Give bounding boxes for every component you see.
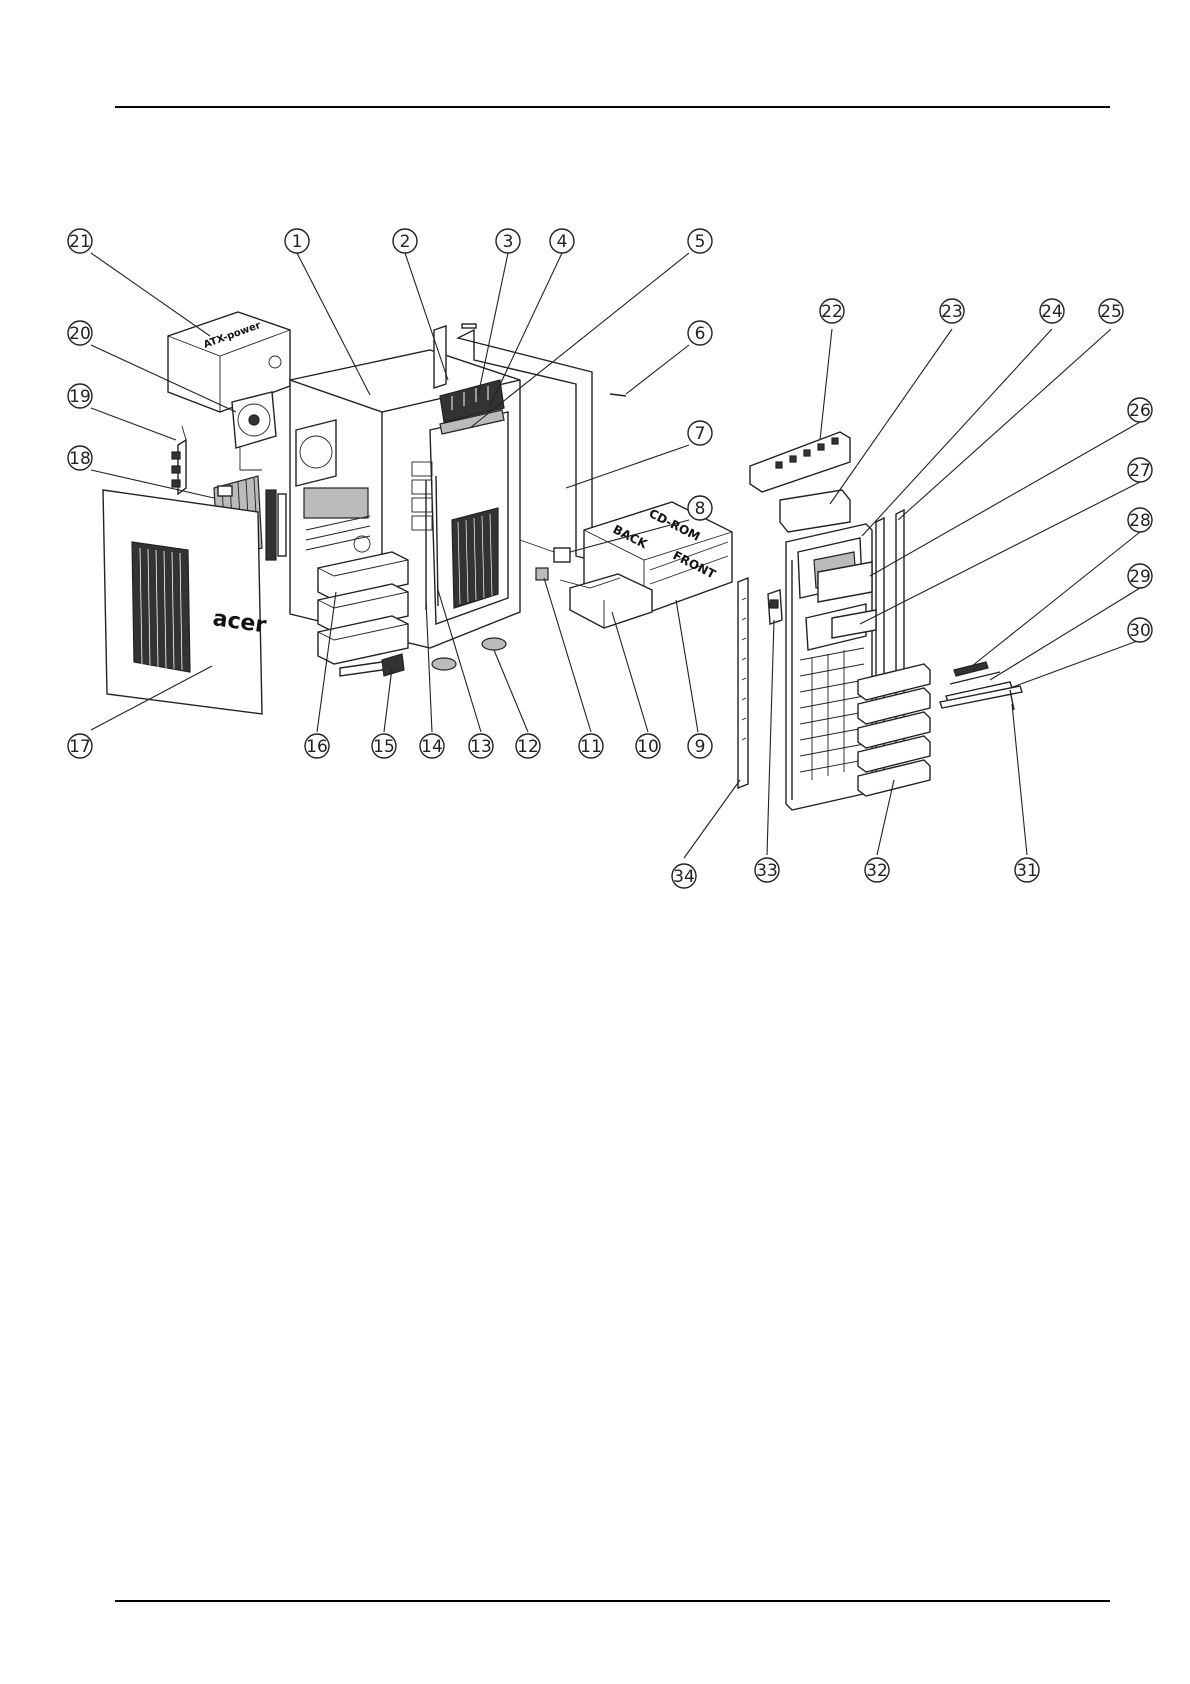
callout-10: 10 xyxy=(636,734,660,758)
callout-number: 1 xyxy=(292,232,303,252)
system-fan xyxy=(232,392,276,470)
callout-4: 4 xyxy=(550,229,574,253)
callout-6: 6 xyxy=(688,321,712,345)
callout-number: 9 xyxy=(695,737,706,757)
callout-28: 28 xyxy=(1128,508,1152,532)
callout-21: 21 xyxy=(68,229,92,253)
callout-number: 20 xyxy=(69,324,91,344)
callout-number: 10 xyxy=(637,737,659,757)
callout-number: 14 xyxy=(421,737,443,757)
callout-number: 22 xyxy=(821,302,843,322)
callout-31: 31 xyxy=(1015,858,1039,882)
callout-3: 3 xyxy=(496,229,520,253)
callout-25: 25 xyxy=(1099,299,1123,323)
callout-number: 25 xyxy=(1100,302,1122,322)
callout-number: 30 xyxy=(1129,621,1151,641)
callout-29: 29 xyxy=(1128,564,1152,588)
callout-23: 23 xyxy=(940,299,964,323)
callout-12: 12 xyxy=(516,734,540,758)
callout-7: 7 xyxy=(688,421,712,445)
top-panel-insert xyxy=(780,490,850,532)
callout-number: 21 xyxy=(69,232,91,252)
callout-number: 26 xyxy=(1129,401,1151,421)
connector-block xyxy=(536,568,548,580)
callout-5: 5 xyxy=(688,229,712,253)
callout-2: 2 xyxy=(393,229,417,253)
callout-22: 22 xyxy=(820,299,844,323)
callout-17: 17 xyxy=(68,734,92,758)
power-switch xyxy=(520,540,570,562)
long-side-strip xyxy=(738,578,748,788)
callout-15: 15 xyxy=(372,734,396,758)
callout-number: 4 xyxy=(557,232,568,252)
callout-number: 18 xyxy=(69,449,91,469)
callout-11: 11 xyxy=(579,734,603,758)
callout-number: 11 xyxy=(580,737,602,757)
callout-number: 8 xyxy=(695,499,706,519)
callout-number: 17 xyxy=(69,737,91,757)
callout-number: 13 xyxy=(470,737,492,757)
callout-34: 34 xyxy=(672,864,696,888)
callout-number: 24 xyxy=(1041,302,1063,322)
callout-27: 27 xyxy=(1128,458,1152,482)
callout-number: 5 xyxy=(695,232,706,252)
callout-19: 19 xyxy=(68,384,92,408)
callout-1: 1 xyxy=(285,229,309,253)
tray-latches xyxy=(940,662,1022,710)
drive-trays xyxy=(858,664,930,796)
callout-8: 8 xyxy=(688,496,712,520)
callout-number: 19 xyxy=(69,387,91,407)
callout-number: 27 xyxy=(1129,461,1151,481)
callout-number: 23 xyxy=(941,302,963,322)
expansion-bracket xyxy=(172,426,186,494)
callout-number: 33 xyxy=(756,861,778,881)
callout-30: 30 xyxy=(1128,618,1152,642)
callout-number: 28 xyxy=(1129,511,1151,531)
callout-24: 24 xyxy=(1040,299,1064,323)
callout-number: 29 xyxy=(1129,567,1151,587)
callout-14: 14 xyxy=(420,734,444,758)
callout-number: 15 xyxy=(373,737,395,757)
bezel-latch xyxy=(768,590,782,624)
callout-9: 9 xyxy=(688,734,712,758)
top-bezel-cover xyxy=(750,432,850,492)
callout-18: 18 xyxy=(68,446,92,470)
callout-number: 7 xyxy=(695,424,706,444)
callout-number: 16 xyxy=(306,737,328,757)
callout-13: 13 xyxy=(469,734,493,758)
callout-16: 16 xyxy=(305,734,329,758)
callout-number: 32 xyxy=(866,861,888,881)
callout-number: 34 xyxy=(673,867,695,887)
callout-32: 32 xyxy=(865,858,889,882)
callout-number: 12 xyxy=(517,737,539,757)
callout-number: 31 xyxy=(1016,861,1038,881)
hdd-bracket xyxy=(382,654,404,676)
callout-26: 26 xyxy=(1128,398,1152,422)
callout-20: 20 xyxy=(68,321,92,345)
callout-number: 3 xyxy=(503,232,514,252)
callout-number: 2 xyxy=(400,232,411,252)
callout-33: 33 xyxy=(755,858,779,882)
callout-number: 6 xyxy=(695,324,706,344)
